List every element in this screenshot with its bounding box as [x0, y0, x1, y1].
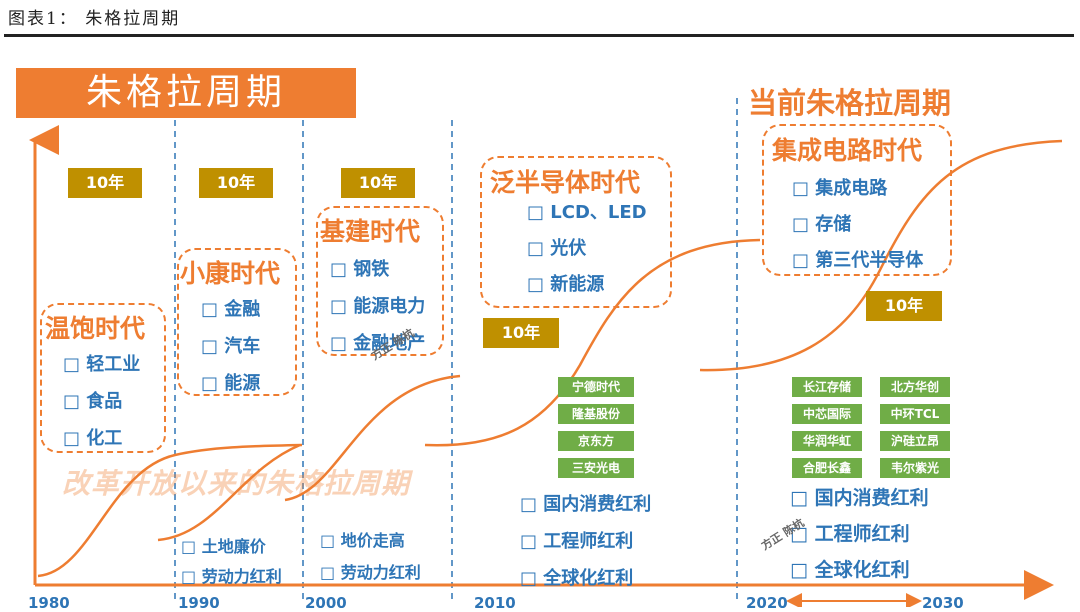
era-title-infrastructure: 基建时代: [320, 217, 421, 246]
decade-badge-1990s: 10年: [199, 168, 273, 198]
slogan-watermark: 改革开放以来的朱格拉周期: [62, 467, 411, 500]
company-tag: 隆基股份: [558, 404, 634, 424]
era-box-integrated-circuit: [762, 124, 952, 276]
main-title: 朱格拉周期: [85, 72, 286, 113]
figure-caption: 图表1： 朱格拉周期: [8, 9, 181, 29]
era-title-moderate-prosperity: 小康时代: [180, 259, 281, 288]
year-label-2010: 2010: [474, 594, 516, 612]
company-tag: 宁德时代: [558, 377, 634, 397]
era-item: □ 光伏: [527, 238, 587, 259]
era-box-infrastructure: [316, 206, 444, 356]
year-label-2030: 2030: [922, 594, 964, 612]
cycle-curve-4: [424, 238, 761, 447]
company-tag: 中环TCL: [880, 404, 950, 424]
cycle-curve-5: [699, 139, 1063, 372]
era-item: □ 能源: [201, 373, 261, 394]
era-item: □ LCD、LED: [527, 202, 647, 223]
era-item: □ 能源电力: [330, 296, 426, 317]
cycle-curve-2: [157, 443, 301, 542]
company-tag: 三安光电: [558, 458, 634, 478]
decade-badge-2010s: 10年: [483, 318, 559, 348]
company-tag: 长江存储: [792, 377, 862, 397]
year-label-2000: 2000: [305, 594, 347, 612]
year-label-1980: 1980: [28, 594, 70, 612]
era-item: □ 金融: [201, 299, 261, 320]
dividend-item: □ 全球化红利: [520, 568, 634, 589]
cycle-curve-3: [284, 374, 461, 502]
era-box-moderate-prosperity: [177, 248, 297, 396]
header-rule: [4, 34, 1074, 37]
era-box-subsistence: [40, 303, 166, 453]
year-label-2020: 2020: [746, 594, 788, 612]
company-tag: 中芯国际: [792, 404, 862, 424]
era-item: □ 集成电路: [792, 178, 888, 199]
dividend-item: □ 工程师红利: [520, 531, 634, 552]
era-title-integrated-circuit: 集成电路时代: [772, 136, 923, 165]
era-title-subsistence: 温饱时代: [45, 314, 146, 343]
dividend-item: □ 土地廉价: [181, 537, 266, 556]
company-tag: 韦尔紫光: [880, 458, 950, 478]
era-item: □ 第三代半导体: [792, 250, 924, 271]
era-item: □ 汽车: [201, 336, 261, 357]
era-item: □ 金融地产: [330, 333, 426, 354]
company-tag: 京东方: [558, 431, 634, 451]
era-item: □ 存储: [792, 214, 852, 235]
dividend-item: □ 地价走高: [320, 531, 405, 550]
current-cycle-title: 当前朱格拉周期: [748, 86, 952, 120]
company-tag: 合肥长鑫: [792, 458, 862, 478]
era-box-pan-semiconductor: [480, 156, 672, 308]
year-label-1990: 1990: [178, 594, 220, 612]
company-tag: 北方华创: [880, 377, 950, 397]
era-title-pan-semiconductor: 泛半导体时代: [490, 168, 641, 197]
company-tag: 华润华虹: [792, 431, 862, 451]
era-item: □ 钢铁: [330, 259, 390, 280]
title-banner: [16, 68, 356, 118]
company-tag: 沪硅立昂: [880, 431, 950, 451]
era-item: □ 化工: [63, 428, 123, 449]
dividend-item: □ 劳动力红利: [181, 567, 282, 586]
cycle-curve-1: [37, 443, 303, 578]
dividend-item: □ 工程师红利: [790, 523, 910, 545]
dividend-item: □ 国内消费红利: [520, 494, 652, 515]
dividend-item: □ 劳动力红利: [320, 563, 421, 582]
era-item: □ 新能源: [527, 274, 605, 295]
decade-badge-2020s: 10年: [866, 291, 942, 321]
era-item: □ 食品: [63, 391, 123, 412]
decade-badge-2000s: 10年: [341, 168, 415, 198]
dividend-item: □ 全球化红利: [790, 559, 910, 581]
era-item: □ 轻工业: [63, 354, 141, 375]
decade-badge-1980s: 10年: [68, 168, 142, 198]
dividend-item: □ 国内消费红利: [790, 487, 929, 509]
